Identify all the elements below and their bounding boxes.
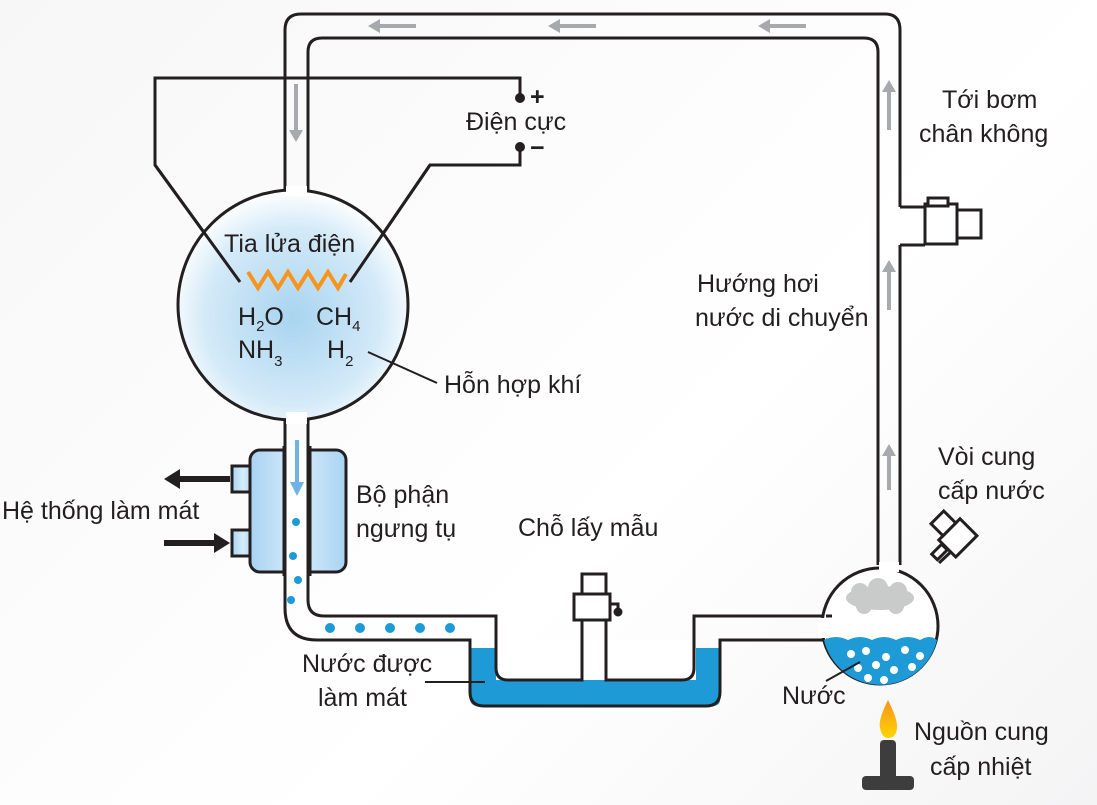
spark-label: Tia lửa điện <box>224 230 355 258</box>
gas-mixture-leader <box>367 351 438 384</box>
tap-label-2: cấp nước <box>938 477 1045 505</box>
condensate-arrow <box>290 440 304 496</box>
sampling-stopcock[interactable] <box>572 572 623 622</box>
vapor-cloud <box>846 578 914 614</box>
heat-label-2: cấp nhiệt <box>930 753 1032 781</box>
condenser-label-1: Bộ phận <box>356 481 449 509</box>
formula-methane: CH4 <box>316 303 360 335</box>
electrode-minus-label: − <box>530 134 545 162</box>
reaction-flask <box>153 164 432 424</box>
vapor-label-1: Hướng hơi <box>697 270 819 298</box>
electrode-minus-terminal <box>515 142 525 152</box>
cooled-water-label-2: làm mát <box>318 684 407 712</box>
water-label: Nước <box>782 682 846 710</box>
condensed-droplets <box>287 518 455 633</box>
flame-icon <box>879 700 898 738</box>
tap-label-1: Vòi cung <box>938 443 1035 471</box>
spark-icon <box>246 268 348 292</box>
vacuum-label-1: Tới bơm <box>942 86 1037 114</box>
cooled-water-label-1: Nước được <box>302 650 432 678</box>
electrode-plus-label: + <box>530 83 545 111</box>
cooling-system-label: Hệ thống làm mát <box>2 497 199 525</box>
bubbles <box>847 646 924 684</box>
cooling-arrows <box>164 469 230 553</box>
water-leader <box>825 661 861 682</box>
boiling-flask <box>818 508 980 686</box>
electrode-plus-terminal <box>515 93 525 103</box>
condenser <box>230 446 348 576</box>
vacuum-valve[interactable] <box>900 196 983 247</box>
sampling-label: Chỗ lấy mẫu <box>518 513 658 542</box>
vacuum-label-2: chân không <box>919 120 1048 148</box>
boiling-water <box>824 637 937 685</box>
formula-hydrogen: H2 <box>327 336 353 370</box>
heat-source <box>862 700 914 790</box>
formula-water: H2O <box>238 303 284 335</box>
glass-tubing <box>283 12 902 708</box>
electrode-label: Điện cực <box>466 108 566 136</box>
vapor-label-2: nước di chuyển <box>695 304 869 332</box>
flow-arrows <box>289 19 896 490</box>
gas-mixture-label: Hỗn hợp khí <box>444 370 581 399</box>
formula-ammonia: NH3 <box>238 336 282 370</box>
heat-label-1: Nguồn cung <box>914 718 1049 746</box>
condenser-label-2: ngưng tụ <box>356 515 456 543</box>
